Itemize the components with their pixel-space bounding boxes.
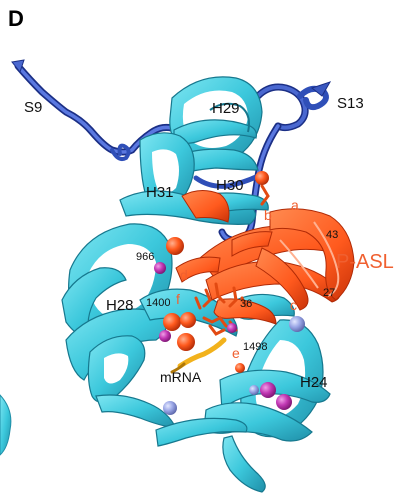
panel-letter: D	[8, 6, 24, 31]
p-asl-structure	[175, 190, 355, 325]
label-36: 36	[240, 298, 252, 310]
lavender-atom-spheres	[163, 316, 305, 415]
label-s13: S13	[337, 95, 364, 112]
label-1498: 1498	[243, 341, 267, 353]
edge-ribbon	[0, 394, 12, 456]
label-27: 27	[323, 287, 335, 299]
helix-h24	[155, 319, 331, 493]
label-s9: S9	[24, 99, 42, 116]
label-mrna: mRNA	[160, 369, 202, 385]
magenta-atom-spheres	[154, 262, 292, 410]
label-h28: H28	[106, 297, 134, 314]
label-h30: H30	[216, 177, 244, 194]
protein-s9	[11, 59, 182, 161]
label-h24: H24	[300, 374, 328, 391]
label-h29: H29	[212, 100, 240, 117]
label-1400: 1400	[146, 297, 170, 309]
label-a: a	[291, 197, 299, 213]
label-f: f	[176, 291, 180, 307]
mrna-strand	[177, 337, 227, 369]
orange-atom-spheres	[163, 171, 269, 373]
label-b: b	[264, 207, 272, 223]
label-d: d	[180, 267, 188, 283]
label-p-asl: P-ASL	[336, 251, 394, 273]
label-43: 43	[326, 229, 338, 241]
label-e: e	[232, 345, 240, 361]
label-c: c	[290, 297, 297, 313]
mrna-strand-shadow	[170, 362, 186, 374]
helix-h28	[61, 223, 178, 429]
label-966: 966	[136, 251, 154, 263]
label-h31: H31	[146, 184, 174, 201]
